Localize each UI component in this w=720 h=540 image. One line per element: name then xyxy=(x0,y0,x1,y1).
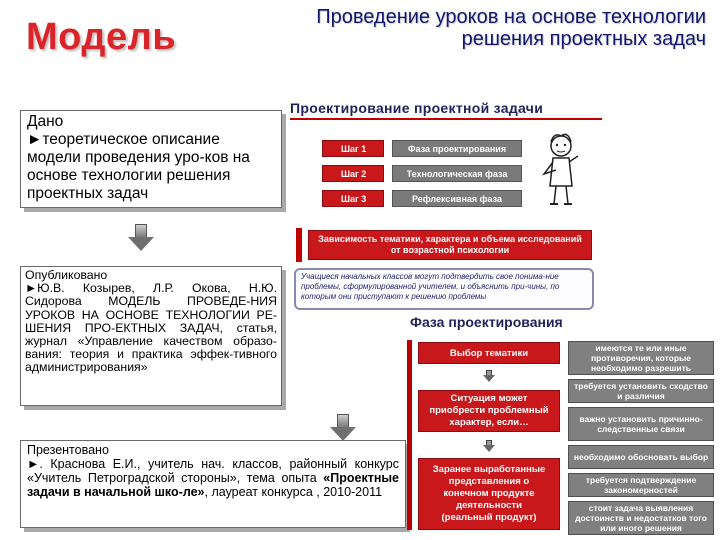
condition-box: важно установить причинно-следственные с… xyxy=(568,407,714,441)
accent-bar xyxy=(296,228,302,262)
down-arrow-icon xyxy=(483,440,495,452)
thinking-figure-icon xyxy=(536,130,586,208)
phase-3-box: Рефлексивная фаза xyxy=(392,190,522,207)
presented-heading: Презентовано xyxy=(27,443,399,457)
step-2-box: Шаг 2 xyxy=(322,165,384,182)
phase-1-box: Фаза проектирования xyxy=(392,140,522,157)
step-2-label: Шаг 2 xyxy=(341,169,366,179)
real-product-text: (реальный продукт) xyxy=(442,512,537,524)
problem-situation-text: Ситуация может приобрести проблемный хар… xyxy=(423,393,555,429)
brand-title: Модель xyxy=(26,16,176,59)
given-text: ►теоретическое описание модели проведени… xyxy=(27,131,250,202)
given-heading: Дано xyxy=(27,113,275,131)
phase-3-label: Рефлексивная фаза xyxy=(412,194,502,204)
topic-choice-box: Выбор тематики xyxy=(418,342,560,364)
step-3-box: Шаг 3 xyxy=(322,190,384,207)
phase-1-label: Фаза проектирования xyxy=(408,144,506,154)
final-product-box: Заранее выработанные представления о кон… xyxy=(418,458,560,530)
quote-box: Учащиеся начальных классов могут подтвер… xyxy=(294,268,594,310)
presented-text-end: , лауреат конкурса , 2010-2011 xyxy=(205,485,383,499)
condition-box: имеются те или иные противоречия, которы… xyxy=(568,341,714,375)
down-arrow-icon xyxy=(128,224,154,252)
dependency-box: Зависимость тематики, характера и объема… xyxy=(308,230,592,260)
final-product-text: Заранее выработанные представления о кон… xyxy=(425,464,553,512)
problem-situation-box: Ситуация может приобрести проблемный хар… xyxy=(418,390,560,432)
condition-box: стоит задача выявления достоинств и недо… xyxy=(568,501,714,535)
condition-text: необходимо обосновать выбор xyxy=(574,452,708,462)
design-phase-title: Фаза проектирования xyxy=(410,314,563,330)
down-arrow-icon xyxy=(483,370,495,382)
quote-text: Учащиеся начальных классов могут подтвер… xyxy=(301,272,559,301)
condition-box: необходимо обосновать выбор xyxy=(568,445,714,469)
diagram-title: Проектирование проектной задачи xyxy=(290,100,543,116)
step-1-box: Шаг 1 xyxy=(322,140,384,157)
condition-box: требуется установить сходство и различия xyxy=(568,379,714,403)
presented-box: Презентовано ►. Краснова Е.И., учитель н… xyxy=(20,440,406,528)
condition-box: требуется подтверждение закономерностей xyxy=(568,473,714,497)
step-3-label: Шаг 3 xyxy=(341,194,366,204)
phase-red-bar xyxy=(407,340,412,530)
dependency-text: Зависимость тематики, характера и объема… xyxy=(317,234,583,256)
step-1-label: Шаг 1 xyxy=(341,144,366,154)
phase-2-label: Технологическая фаза xyxy=(407,169,508,179)
condition-text: требуется подтверждение закономерностей xyxy=(572,475,710,495)
condition-text: требуется установить сходство и различия xyxy=(572,381,710,401)
published-box: Опубликовано ►Ю.В. Козырев, Л.Р. Окова, … xyxy=(20,266,282,406)
page-title: Проведение уроков на основе технологии р… xyxy=(286,6,706,50)
topic-choice-text: Выбор тематики xyxy=(450,348,528,359)
title-underline xyxy=(290,118,602,120)
down-arrow-icon xyxy=(330,414,356,442)
published-text: ►Ю.В. Козырев, Л.Р. Окова, Н.Ю. Сидорова… xyxy=(25,281,277,374)
given-box: Дано ►теоретическое описание модели пров… xyxy=(20,110,282,208)
condition-text: важно установить причинно-следственные с… xyxy=(572,414,710,434)
condition-text: стоит задача выявления достоинств и недо… xyxy=(572,503,710,533)
phase-2-box: Технологическая фаза xyxy=(392,165,522,182)
condition-text: имеются те или иные противоречия, которы… xyxy=(572,343,710,373)
